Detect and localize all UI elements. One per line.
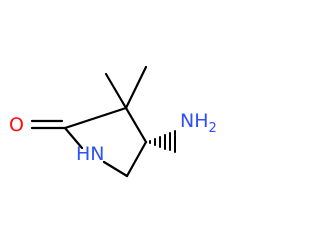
amino-main: NH: [180, 110, 209, 132]
atom-label-ring-nitrogen: HN: [76, 143, 105, 165]
bond-methyl-2: [124, 65, 148, 110]
atom-label-oxygen: O: [9, 114, 24, 136]
bond-ch2-to-nh: [102, 160, 129, 178]
bond-nh-to-carbonyl-c: [63, 126, 84, 150]
amino-subscript: 2: [209, 121, 217, 136]
bond-carbonyl-c-to-quaternary-c: [63, 106, 128, 130]
bond-quaternary-c-to-chiral-c: [124, 106, 148, 144]
bond-chiral-c-to-ch2: [125, 140, 148, 178]
bond-methyl-1: [104, 72, 128, 110]
stereo-hashed-wedge: [149, 130, 176, 153]
molecule-diagram: O HN NH2: [9, 65, 217, 178]
atom-label-amino-group: NH2: [180, 110, 217, 136]
structure-canvas: O HN NH2: [9, 65, 217, 178]
